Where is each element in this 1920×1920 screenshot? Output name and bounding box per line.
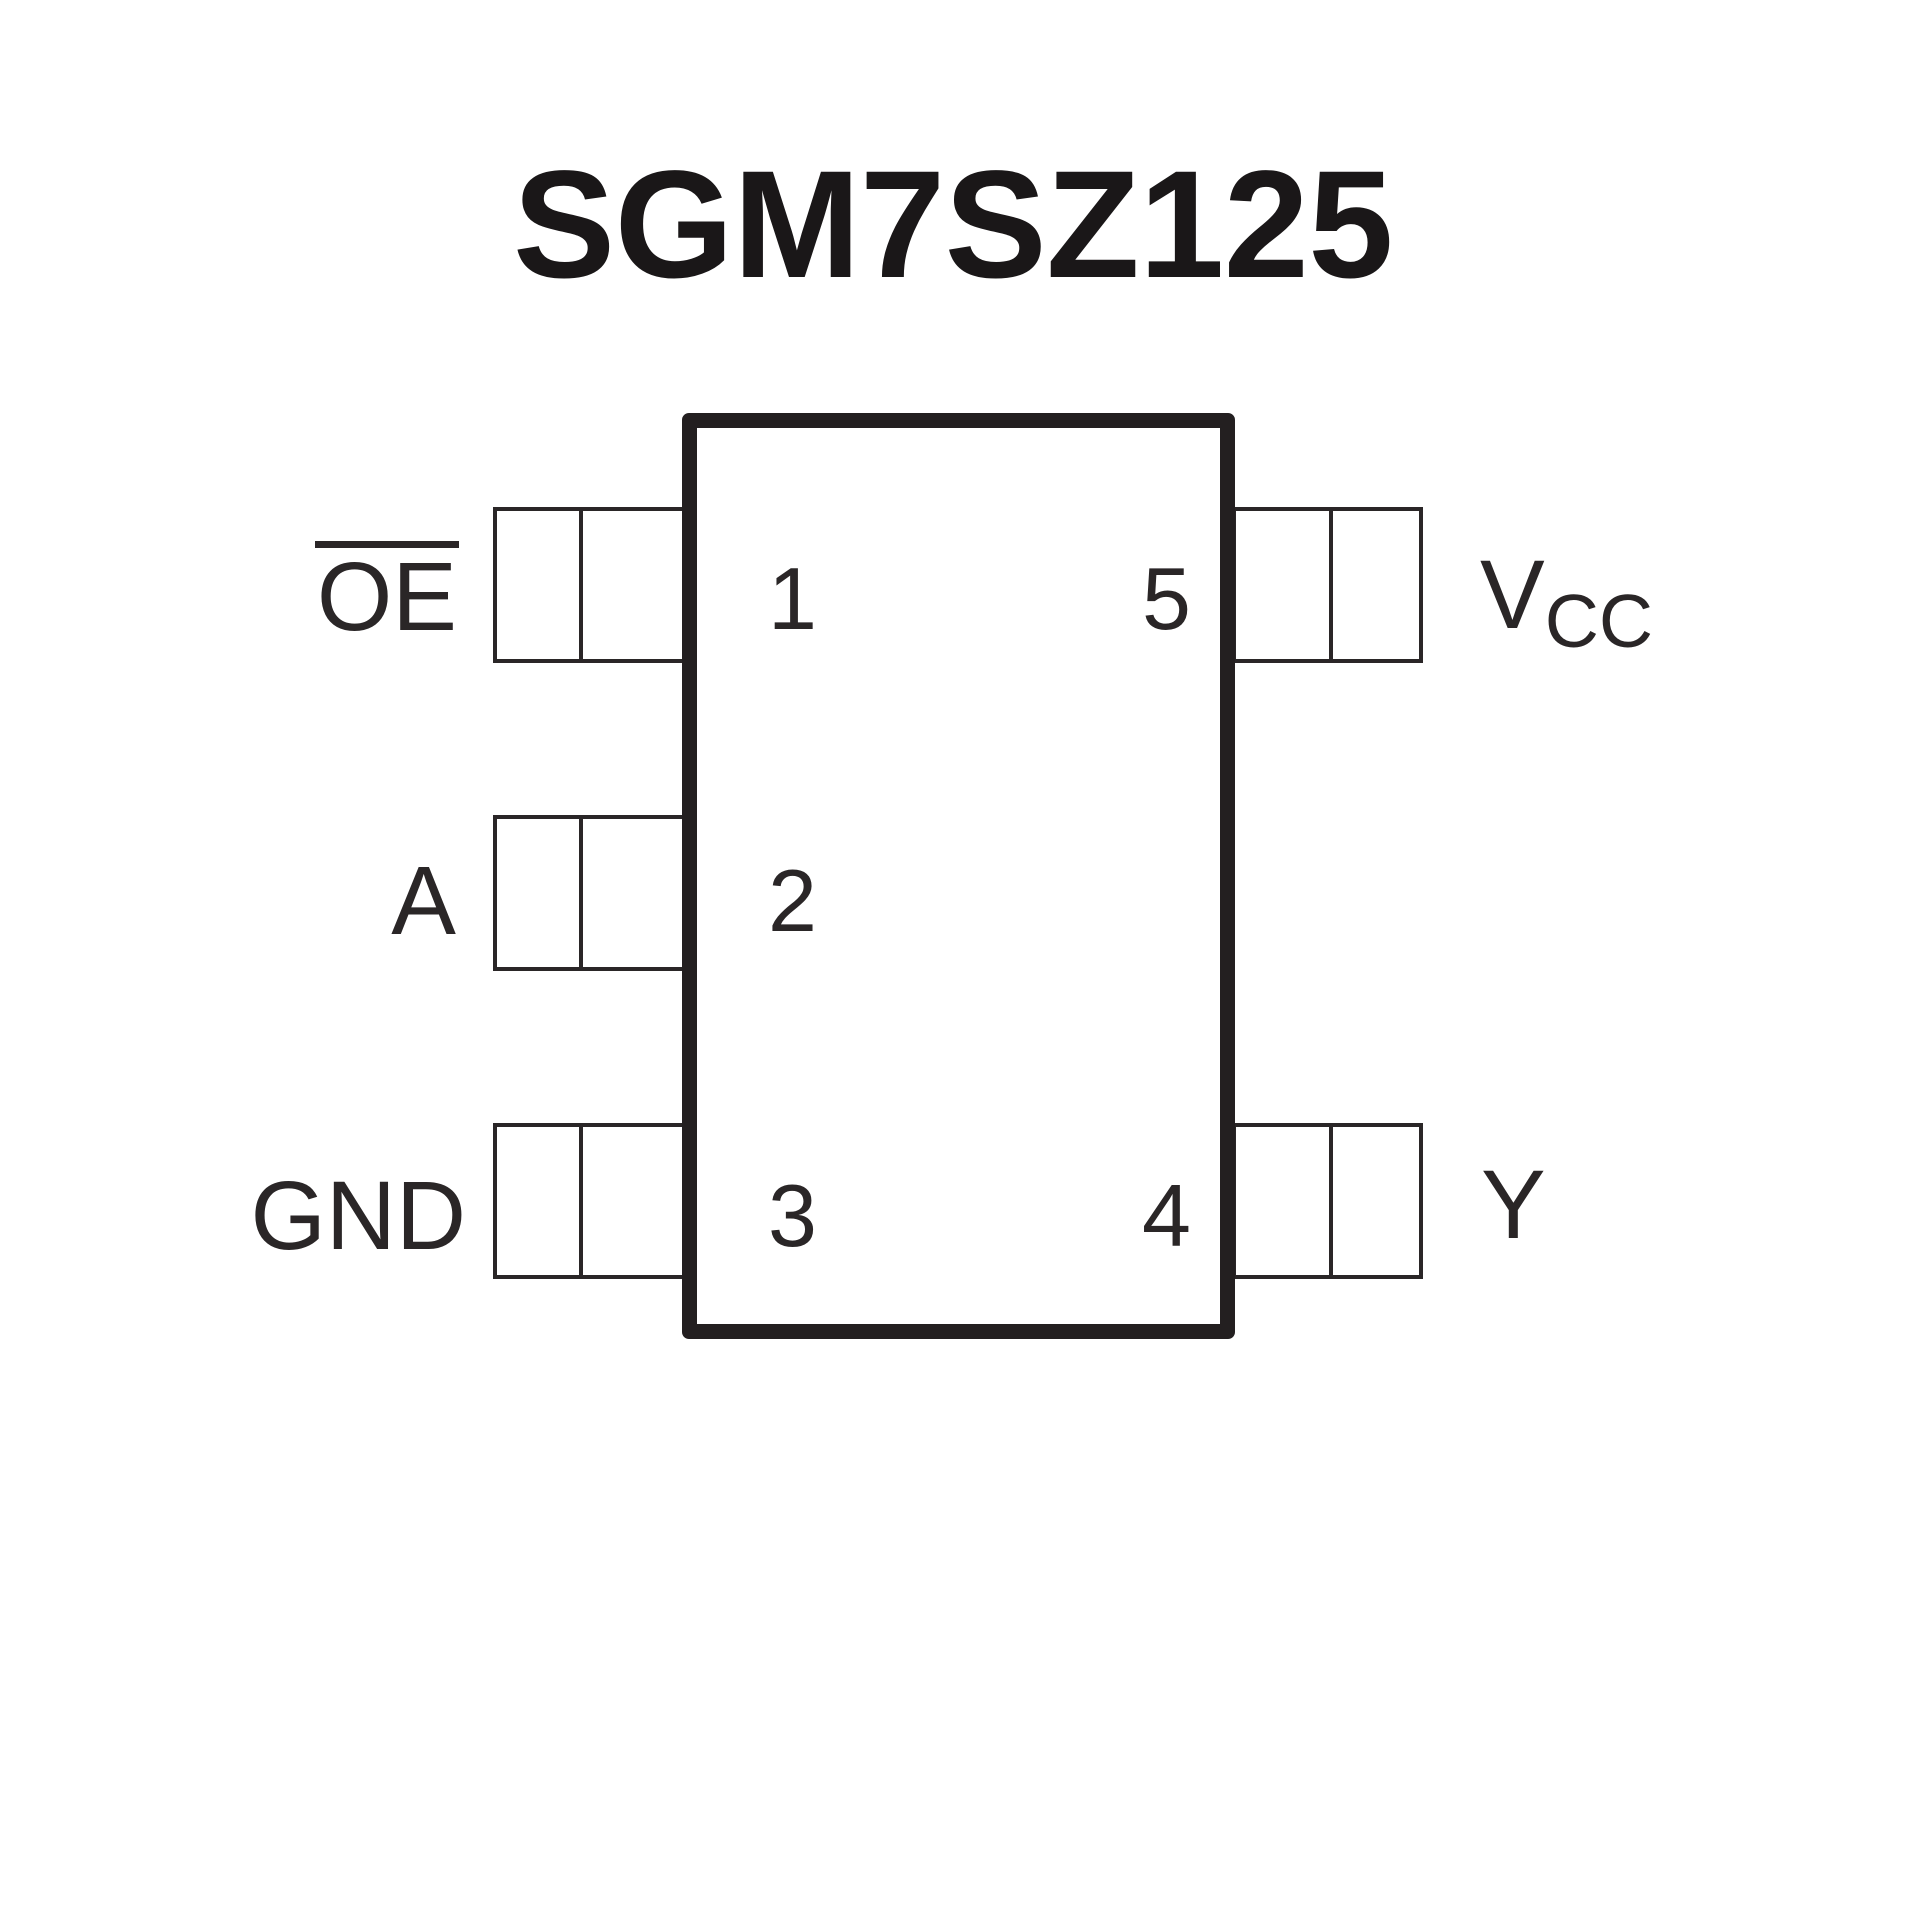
pin-box-1-divider	[578, 507, 583, 663]
ic-body	[682, 413, 1235, 1339]
pin-label-vcc-subscript: CC	[1544, 579, 1654, 663]
page-title: SGM7SZ125	[513, 139, 1393, 310]
pin-label-oe: OE	[314, 541, 459, 651]
pin-number-5: 5	[1142, 549, 1191, 648]
pin-box-3-divider	[578, 1123, 583, 1279]
pin-box-5	[1232, 507, 1423, 663]
pin-number-2: 2	[768, 851, 817, 950]
pin-number-4: 4	[1142, 1166, 1191, 1265]
pin-box-4-divider	[1328, 1123, 1333, 1279]
pin-label-gnd: GND	[250, 1161, 466, 1270]
pin-box-3	[493, 1123, 686, 1279]
pin-label-vcc-main: V	[1480, 540, 1545, 649]
pin-box-5-divider	[1328, 507, 1333, 663]
pin-box-2-divider	[578, 815, 583, 971]
pin-box-4	[1232, 1123, 1423, 1279]
pin-label-y: Y	[1481, 1150, 1546, 1259]
pin-box-2	[493, 815, 686, 971]
pin-label-a: A	[391, 846, 456, 955]
pin-number-3: 3	[768, 1166, 817, 1265]
pin-number-1: 1	[768, 549, 817, 648]
pin-label-vcc: VCC	[1480, 546, 1653, 659]
pin-box-1	[493, 507, 686, 663]
